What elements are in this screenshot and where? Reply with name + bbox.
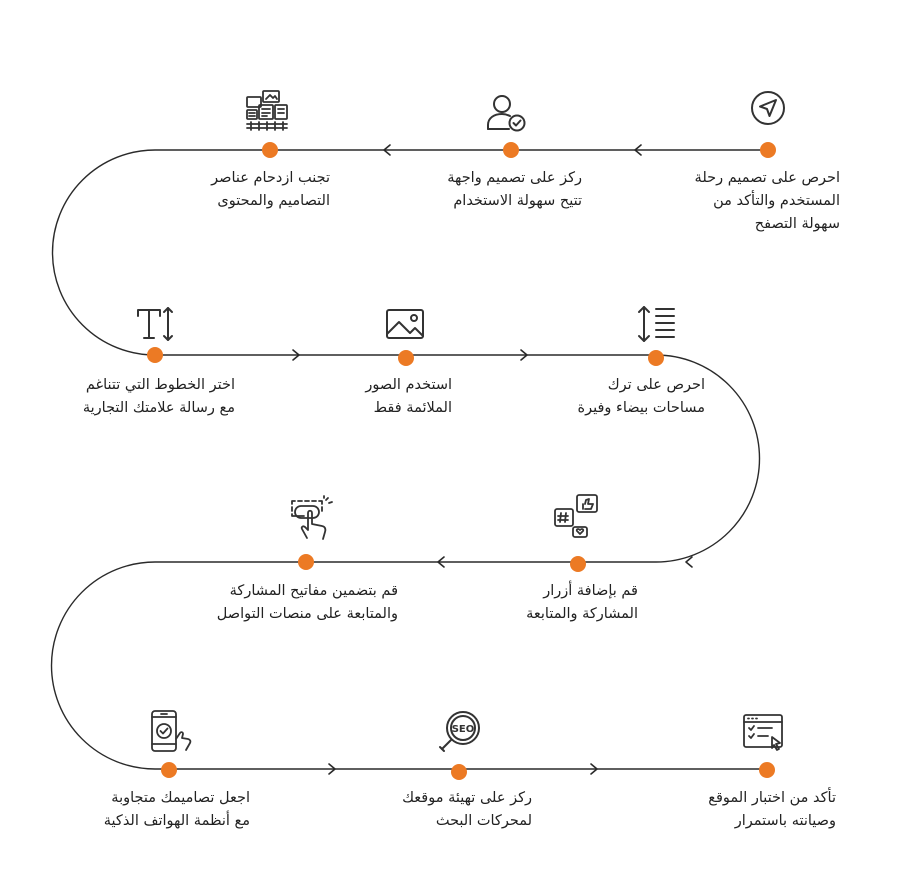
mobile-responsive-icon bbox=[150, 709, 194, 753]
direction-arrow bbox=[292, 349, 300, 361]
seo-search-icon: SEO bbox=[436, 709, 480, 753]
step-marker bbox=[398, 350, 414, 366]
direction-arrow bbox=[383, 144, 391, 156]
social-share-icon bbox=[553, 493, 598, 538]
step-marker bbox=[451, 764, 467, 780]
direction-arrow bbox=[437, 556, 445, 568]
step-marker bbox=[503, 142, 519, 158]
direction-arrow bbox=[590, 763, 598, 775]
step-marker bbox=[298, 554, 314, 570]
click-button-icon bbox=[290, 495, 334, 542]
image-icon bbox=[383, 302, 427, 346]
step-marker bbox=[161, 762, 177, 778]
step-marker bbox=[262, 142, 278, 158]
step-marker bbox=[570, 556, 586, 572]
step-marker bbox=[759, 762, 775, 778]
step-marker bbox=[648, 350, 664, 366]
step-11-label: اجعل تصاميمك متجاوبة مع أنظمة الهواتف ال… bbox=[103, 790, 250, 829]
step-1-label: احرص على تصميم رحلة المستخدم والتأكد من … bbox=[694, 170, 840, 232]
line-spacing-icon bbox=[636, 302, 680, 346]
step-marker bbox=[147, 347, 163, 363]
navigation-arrow-icon bbox=[746, 86, 790, 130]
step-9-label: تأكد من اختبار الموقع وصيانته باستمرار bbox=[708, 790, 836, 829]
direction-arrow bbox=[634, 144, 642, 156]
crowded-content-icon bbox=[245, 89, 289, 133]
step-6-label: اختر الخطوط التي تتناغم مع رسالة علامتك … bbox=[82, 377, 235, 416]
direction-arrow bbox=[328, 763, 336, 775]
user-check-icon bbox=[485, 92, 529, 136]
step-8-label: قم بتضمين مفاتيح المشاركة والمتابعة على … bbox=[216, 583, 398, 622]
step-2-label: ركز على تصميم واجهة تتيح سهولة الاستخدام bbox=[447, 170, 582, 209]
step-3-label: تجنب ازدحام عناصر التصاميم والمحتوى bbox=[211, 170, 330, 209]
direction-arrow bbox=[685, 556, 693, 568]
direction-arrow bbox=[520, 349, 528, 361]
step-5-label: استخدم الصور الملائمة فقط bbox=[365, 377, 452, 416]
website-test-icon bbox=[742, 711, 786, 755]
step-10-label: ركز على تهيئة موقعك لمحركات البحث bbox=[402, 790, 532, 829]
font-size-icon bbox=[134, 302, 178, 346]
svg-text:SEO: SEO bbox=[452, 724, 475, 735]
step-marker bbox=[760, 142, 776, 158]
step-7-label: قم بإضافة أزرار المشاركة والمتابعة bbox=[526, 583, 638, 622]
step-4-label: احرص على ترك مساحات بيضاء وفيرة bbox=[577, 377, 706, 416]
